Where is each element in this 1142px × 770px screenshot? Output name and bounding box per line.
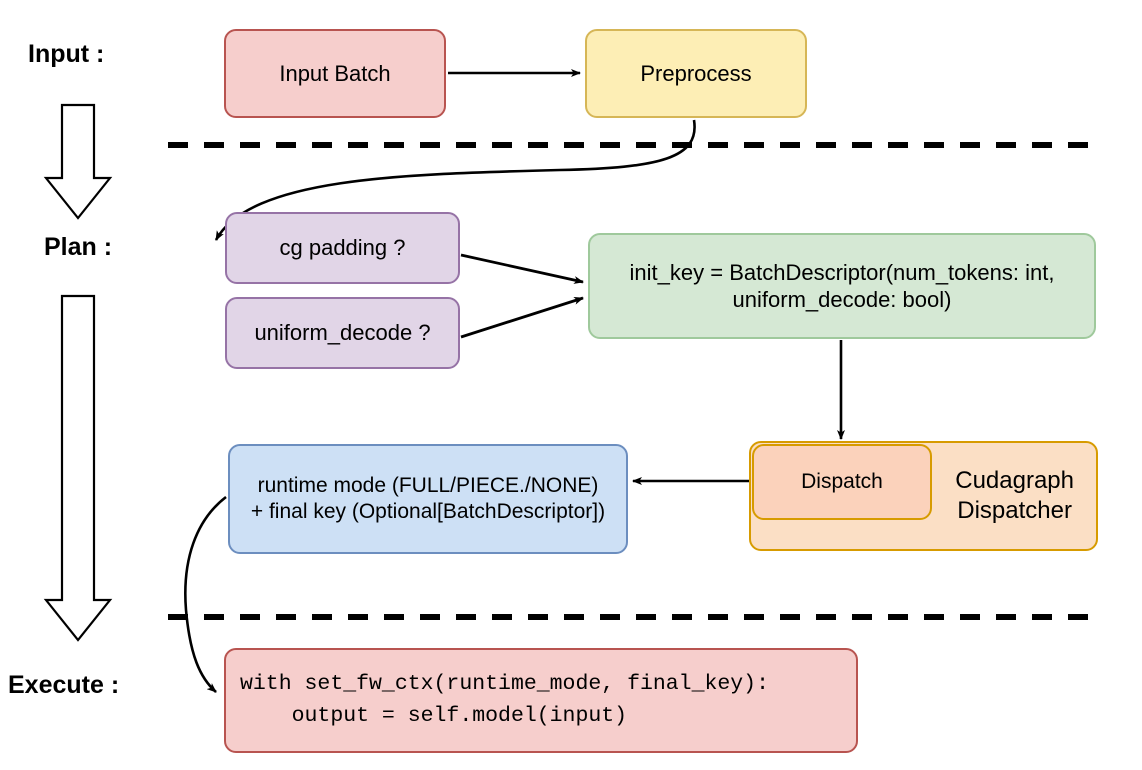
init-key-node[interactable]: init_key = BatchDescriptor(num_tokens: i… (588, 233, 1096, 339)
connector-cg-padding-to-init-key (460, 253, 584, 284)
input-batch-node[interactable]: Input Batch (224, 29, 446, 118)
execute-code-node[interactable]: with set_fw_ctx(runtime_mode, final_key)… (224, 648, 858, 753)
runtime-mode-node[interactable]: runtime mode (FULL/PIECE./NONE) + final … (228, 444, 628, 554)
uniform-decode-node[interactable]: uniform_decode ? (225, 297, 460, 369)
preprocess-node[interactable]: Preprocess (585, 29, 807, 118)
connector-uniform-decode-to-init-key (460, 296, 584, 339)
stage-label-execute: Execute : (8, 671, 120, 699)
cg-padding-node[interactable]: cg padding ? (225, 212, 460, 284)
dispatch-node[interactable]: Dispatch (752, 444, 932, 520)
stage-label-plan: Plan : (44, 233, 113, 261)
connector-runtime-mode-to-execute (184, 495, 227, 693)
stage-arrow-input (43, 103, 113, 220)
stage-label-input: Input : (28, 40, 105, 68)
stage-arrow-plan (43, 294, 113, 642)
